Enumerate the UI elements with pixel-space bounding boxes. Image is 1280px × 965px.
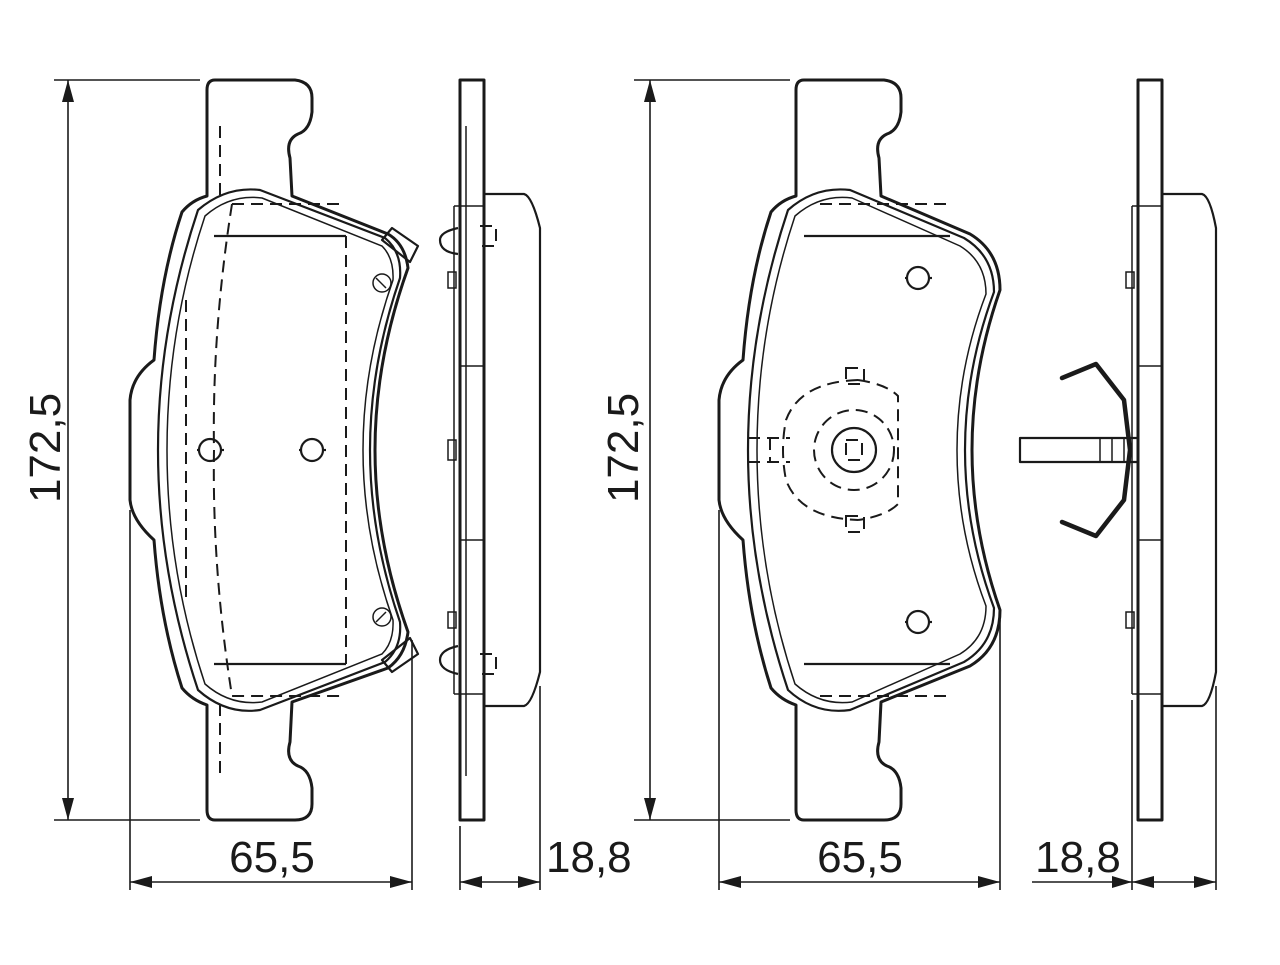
pad2-side-spring-clip [1018,361,1140,539]
pad2-front-view [717,78,1002,822]
pad1-height-label: 172,5 [21,393,70,503]
pad1-thickness-label: 18,8 [546,833,632,882]
pad2-dimension-width [718,510,1001,890]
pad2-friction-outer [746,188,996,712]
pad1-clip-bottom [372,607,420,674]
pad1-side-view [438,78,542,822]
pad1-hidden-outline [185,126,347,776]
pad1-pin-right [299,437,326,463]
pad1-clip-top [372,226,420,293]
pad1-front-view [128,78,420,822]
pad2-side-view [1018,78,1218,822]
pad2-side-friction [1162,192,1218,708]
pad1-dimension-height [54,79,200,821]
pad2-side-backing [1136,78,1164,822]
pad2-dimension-thickness [1032,686,1217,890]
pad2-hole-top [905,265,932,291]
pad1-width-label: 65,5 [229,833,315,882]
pad2-center-clip [748,367,899,533]
pad2-backing-plate [717,78,1002,822]
pad1-side-friction [484,192,542,708]
pad1-friction-outer [156,188,402,712]
pad2-thickness-label: 18,8 [1035,833,1121,882]
pad1-pin-left [197,437,224,463]
pad2-width-label: 65,5 [817,833,903,882]
pad1-dimension-width [129,510,413,890]
pad2-hole-bottom [905,609,932,635]
pad2-dimension-height [634,79,790,821]
pad2-friction-inner [756,196,987,704]
pad1-dimension-thickness [459,686,541,890]
pad2-height-label: 172,5 [599,393,648,503]
pad1-friction-inner [166,196,394,704]
pad1-side-backing [458,78,486,822]
pad1-backing-plate [128,78,410,822]
